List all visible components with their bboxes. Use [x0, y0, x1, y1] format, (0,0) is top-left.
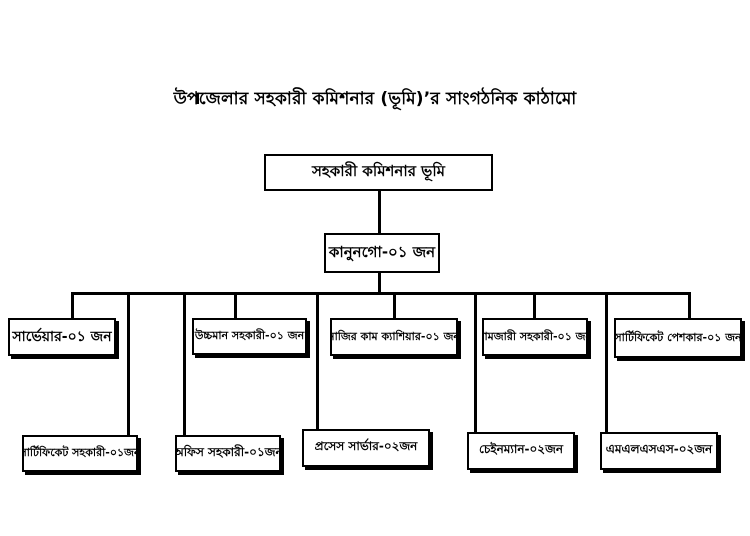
- node-udhomaan: উচ্চমান সহকারী-০১ জন: [192, 318, 307, 355]
- node-process-server-label: প্রসেস সার্ভার-০২জন: [314, 439, 418, 453]
- node-office-sohokari: অফিস সহকারী-০১জন: [175, 435, 281, 472]
- node-nazir-label: নাজির কাম ক্যাশিয়ার-০১ জন: [330, 329, 458, 343]
- chart-title: উপজেলার সহকারী কমিশনার (ভূমি)’র সাংগঠনিক…: [173, 89, 577, 109]
- connector-cert-peshkar: [688, 292, 691, 318]
- node-mlss: এমএলএসএস-০২জন: [600, 432, 718, 470]
- node-cert-peshkar-label: সার্টিফিকেট পেশকার-০১ জন: [614, 330, 742, 344]
- node-cert-sohokari: সার্টিফিকেট সহকারী-০১জন: [22, 435, 138, 472]
- node-namjari-label: নামজারী সহকারী-০১ জন: [482, 329, 588, 343]
- node-chainman-label: চেইনম্যান-০২জন: [478, 442, 564, 456]
- connector-kanungo-bus: [378, 272, 381, 293]
- connector-surveyor: [71, 292, 74, 318]
- node-kanungo: কানুনগো-০১ জন: [324, 233, 440, 273]
- node-surveyor-label: সার্ভেয়ার-০১ জন: [12, 329, 112, 345]
- node-kanungo-label: কানুনগো-০১ জন: [328, 242, 436, 261]
- connector-process-server: [316, 292, 319, 429]
- node-root-label: সহকারী কমিশনার ভূমি: [312, 162, 445, 180]
- node-process-server: প্রসেস সার্ভার-০২জন: [302, 429, 430, 467]
- connector-bus: [71, 292, 691, 295]
- connector-root-kanungo: [378, 190, 381, 233]
- node-udhomaan-label: উচ্চমান সহকারী-০১ জন: [194, 329, 305, 342]
- node-mlss-label: এমএলএসএস-০২জন: [605, 442, 713, 456]
- node-chainman: চেইনম্যান-০২জন: [467, 432, 575, 470]
- node-namjari: নামজারী সহকারী-০১ জন: [482, 318, 588, 356]
- node-cert-sohokari-label: সার্টিফিকেট সহকারী-০১জন: [22, 446, 138, 459]
- connector-udhomaan: [234, 292, 237, 318]
- connector-cert-sohokari: [127, 292, 130, 435]
- connector-mlss: [605, 292, 608, 432]
- title-mark: [196, 94, 199, 104]
- connector-office-sohokari: [183, 292, 186, 435]
- node-office-sohokari-label: অফিস সহকারী-০১জন: [175, 444, 281, 459]
- connector-nazir: [393, 292, 396, 318]
- connector-chainman: [474, 292, 477, 432]
- connector-namjari: [533, 292, 536, 318]
- node-nazir: নাজির কাম ক্যাশিয়ার-০১ জন: [330, 318, 458, 356]
- node-root: সহকারী কমিশনার ভূমি: [264, 154, 493, 191]
- node-surveyor: সার্ভেয়ার-০১ জন: [8, 318, 116, 356]
- node-cert-peshkar: সার্টিফিকেট পেশকার-০১ জন: [614, 318, 742, 358]
